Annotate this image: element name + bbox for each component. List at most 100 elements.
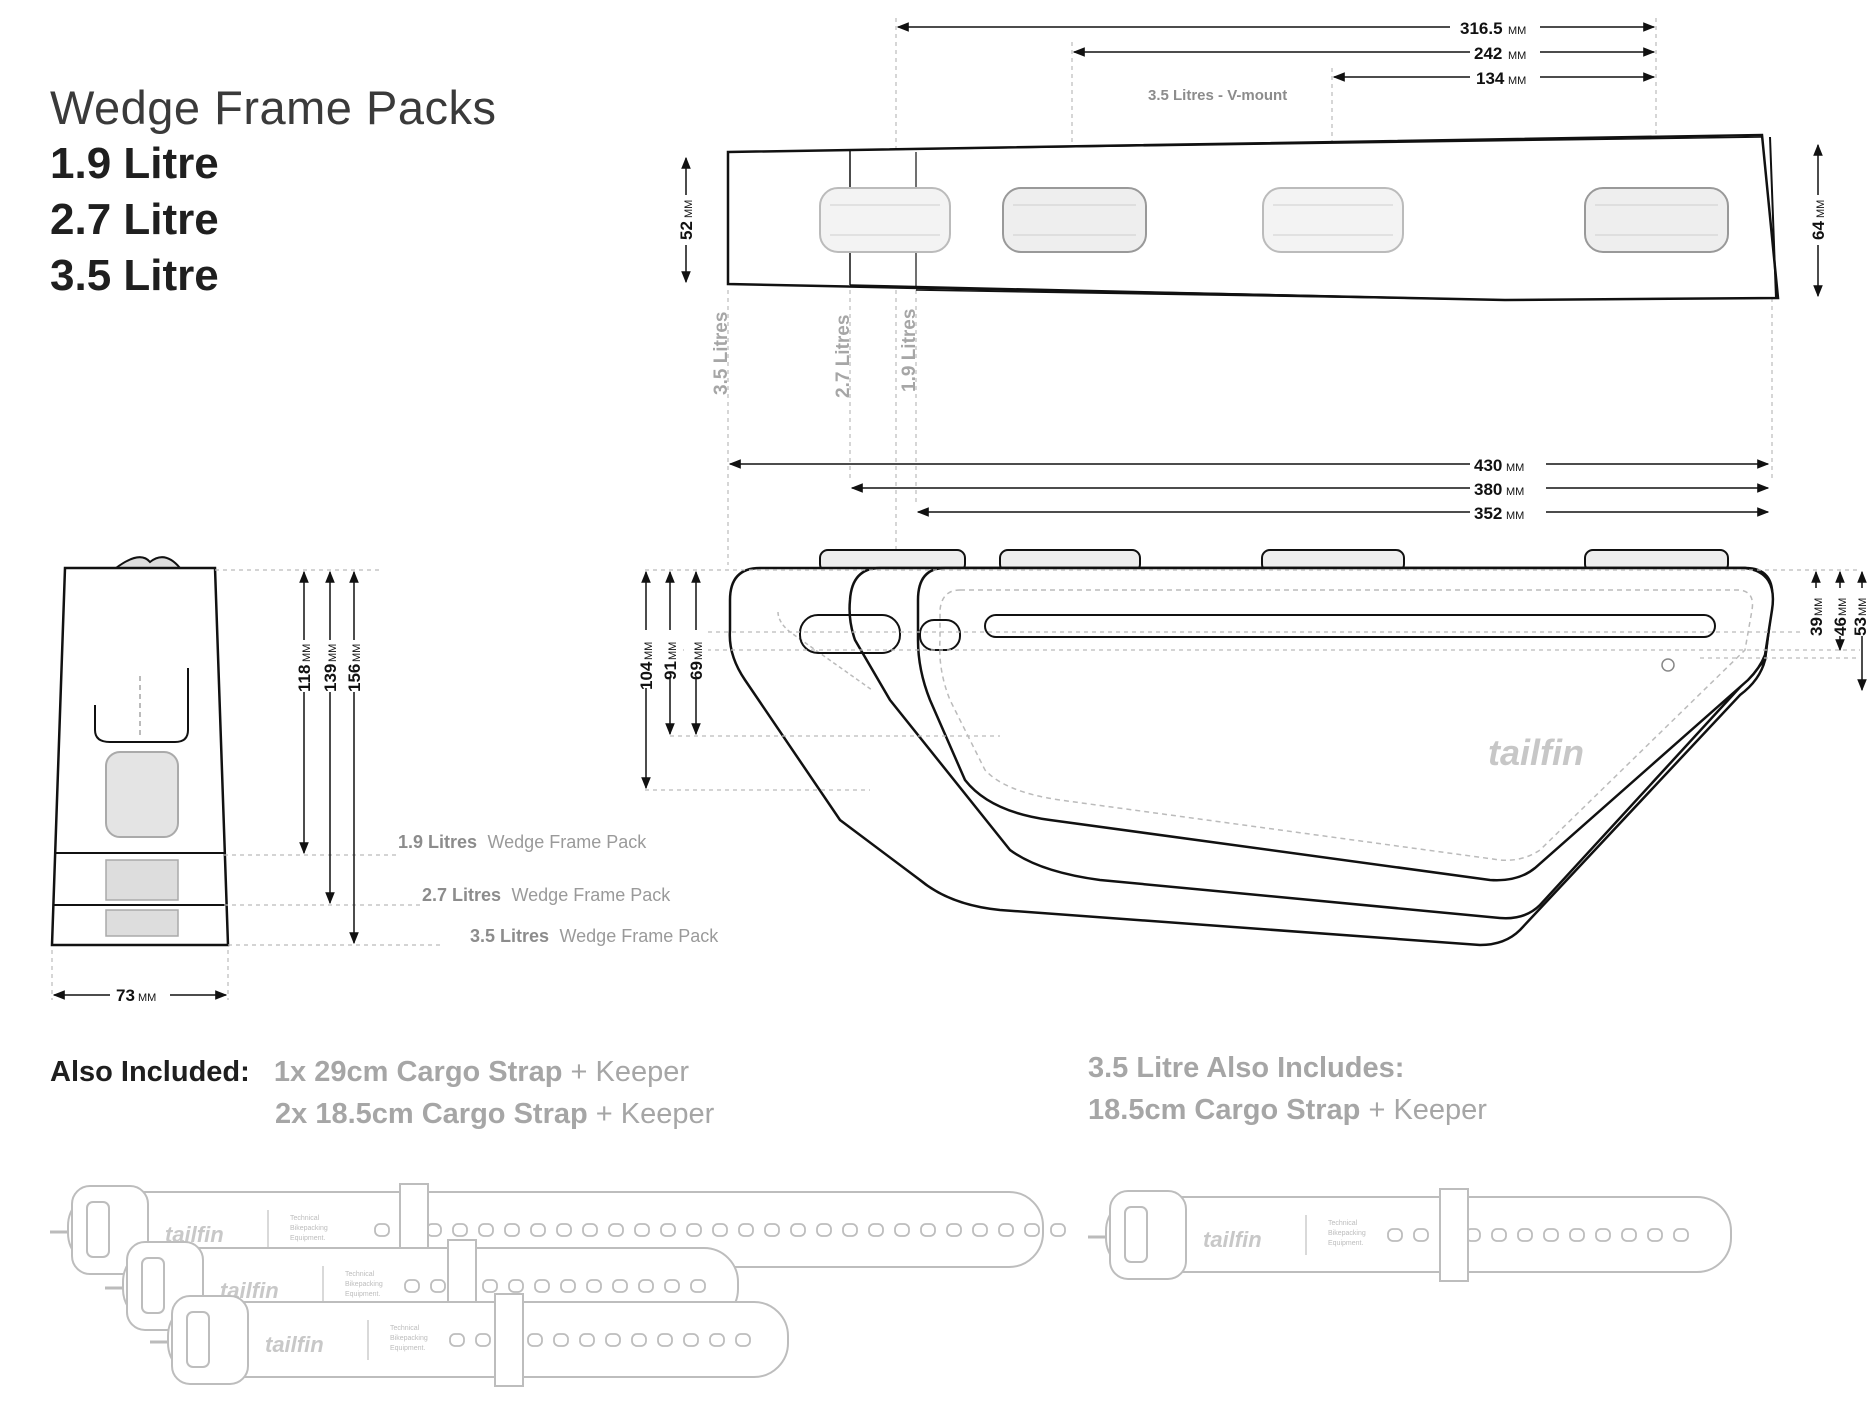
strap-hole <box>664 1279 680 1293</box>
strap-tagline: Bikepacking <box>290 1225 328 1232</box>
page-title: Wedge Frame Packs <box>50 81 497 134</box>
svg-text:MM: MM <box>138 992 156 1004</box>
side-height-69: 69 <box>687 661 706 680</box>
included-item-1: 1x 29cm Cargo Strap <box>273 1056 563 1088</box>
strap-hole <box>478 1223 494 1237</box>
side-height-46: 46 <box>1831 617 1850 636</box>
strap-tagline: Technical <box>290 1215 320 1222</box>
svg-text:MM: MM <box>1506 510 1524 522</box>
strap-hole <box>582 1223 598 1237</box>
side-view: 430 MM 380 MM 352 MM tailfin <box>634 452 1869 947</box>
svg-text:MM: MM <box>1508 50 1526 62</box>
svg-text:MM: MM <box>1508 25 1526 37</box>
strap-hole <box>894 1223 910 1237</box>
strap-hole <box>449 1333 465 1347</box>
svg-text:MM: MM <box>301 644 313 662</box>
strap-hole <box>579 1333 595 1347</box>
svg-text:MM: MM <box>1837 598 1849 616</box>
strap-hole <box>426 1223 442 1237</box>
strap-hole <box>683 1333 699 1347</box>
top-height-52: 52 <box>677 221 696 240</box>
zip-track <box>984 614 1716 638</box>
included-item-2: 2x 18.5cm Cargo Strap <box>275 1098 588 1130</box>
strap-hole <box>634 1223 650 1237</box>
side-height-91: 91 <box>661 661 680 680</box>
strap-hole <box>560 1279 576 1293</box>
strap-hole <box>1517 1228 1533 1242</box>
strap-hole <box>605 1333 621 1347</box>
also-includes-35-strap: 18.5cm Cargo Strap <box>1088 1094 1361 1126</box>
strap-hole <box>452 1223 468 1237</box>
strap-hole <box>608 1223 624 1237</box>
svg-text:MM: MM <box>643 642 655 660</box>
svg-text:MM: MM <box>683 200 695 218</box>
vlabel-1-9: 1.9 Litres <box>899 309 920 392</box>
pack-line-size-1-9: 1.9 Litres <box>398 832 477 852</box>
svg-text:MM: MM <box>1813 598 1825 616</box>
strap-tagline: Equipment. <box>345 1291 380 1298</box>
v-mount-pads <box>819 187 1729 253</box>
svg-text:MM: MM <box>667 642 679 660</box>
pack-1-9-side <box>916 566 1775 882</box>
strap-hole <box>1491 1228 1507 1242</box>
side-height-53: 53 <box>1851 617 1869 636</box>
end-width-73: 73 <box>116 986 135 1005</box>
strap-hole <box>790 1223 806 1237</box>
strap-hole <box>816 1223 832 1237</box>
vmount-label: 3.5 Litres - V-mount <box>1148 87 1287 104</box>
strap-hole <box>612 1279 628 1293</box>
svg-text:3.5 Litres Wedge Frame Pack: 3.5 Litres Wedge Frame Pack <box>470 926 719 946</box>
svg-text:MM: MM <box>1508 75 1526 87</box>
svg-text:MM: MM <box>1857 598 1869 616</box>
side-length-380: 380 <box>1474 480 1502 499</box>
svg-text:MM: MM <box>327 644 339 662</box>
cargo-straps: tailfinTechnicalBikepackingEquipment.tai… <box>50 1183 1732 1387</box>
strap-hole <box>638 1279 654 1293</box>
strap-tagline: Technical <box>1328 1220 1358 1227</box>
strap-hole <box>374 1223 390 1237</box>
strap-hole <box>530 1223 546 1237</box>
strap-hole <box>631 1333 647 1347</box>
strap-hole <box>1413 1228 1429 1242</box>
strap-hole <box>527 1333 543 1347</box>
strap-hole <box>1595 1228 1611 1242</box>
pack-line-labels: 1.9 Litres Wedge Frame Pack 2.7 Litres W… <box>398 832 719 946</box>
strap-hole <box>868 1223 884 1237</box>
top-pack-outline-3-5 <box>726 133 1780 302</box>
size-1-9: 1.9 Litre <box>50 139 219 188</box>
strap-hole <box>686 1223 702 1237</box>
strap-hole <box>998 1223 1014 1237</box>
strap-hole <box>482 1279 498 1293</box>
top-length-316-5: 316.5 <box>1460 19 1503 38</box>
strap-hole <box>1050 1223 1066 1237</box>
strap-tagline: Equipment. <box>290 1235 325 1242</box>
pack-line-size-3-5: 3.5 Litres <box>470 926 549 946</box>
side-length-352: 352 <box>1474 504 1502 523</box>
strap-tagline: Equipment. <box>390 1345 425 1352</box>
strap-keeper <box>494 1293 524 1387</box>
strap-hole <box>556 1223 572 1237</box>
pack-line-size-2-7: 2.7 Litres <box>422 885 501 905</box>
strap-brand: tailfin <box>265 1332 324 1357</box>
strap-hole <box>657 1333 673 1347</box>
top-length-134: 134 <box>1476 69 1505 88</box>
strap-hole <box>712 1223 728 1237</box>
strap-hole <box>972 1223 988 1237</box>
strap-hole <box>735 1333 751 1347</box>
strap-hole <box>738 1223 754 1237</box>
strap-hole <box>660 1223 676 1237</box>
strap-hole <box>1647 1228 1663 1242</box>
strap-tagline: Technical <box>390 1325 420 1332</box>
strap-tagline: Technical <box>345 1271 375 1278</box>
svg-text:MM: MM <box>693 642 705 660</box>
strap-tagline: Bikepacking <box>390 1335 428 1342</box>
strap-hole <box>404 1279 420 1293</box>
strap-hole <box>1621 1228 1637 1242</box>
also-included-label: Also Included: <box>50 1056 250 1088</box>
vlabel-3-5: 3.5 Litres <box>711 312 732 395</box>
svg-text:2.7 Litres Wedge Frame Pack: 2.7 Litres Wedge Frame Pack <box>422 885 671 905</box>
svg-text:MM: MM <box>351 644 363 662</box>
side-brand: tailfin <box>1488 732 1584 773</box>
